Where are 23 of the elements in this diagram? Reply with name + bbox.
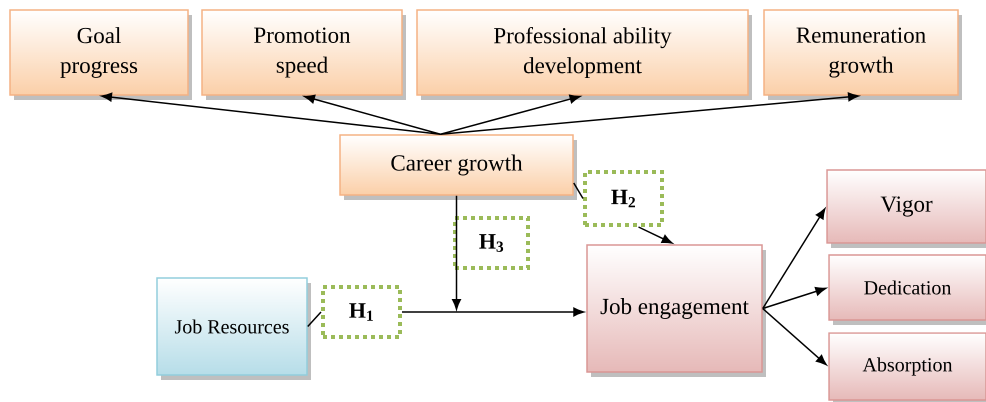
concept-box: Promotion speed xyxy=(201,9,406,100)
hypothesis-box: H$_{3}$ xyxy=(453,216,530,270)
arrow xyxy=(304,94,441,135)
arrow xyxy=(101,92,441,135)
concept-box: Professional ability development xyxy=(416,9,752,100)
arrow xyxy=(402,308,584,316)
hypothesis-box: H$_{1}$ xyxy=(321,285,402,339)
concept-box: Goal progress xyxy=(9,9,192,100)
concept-box: Career growth xyxy=(339,134,577,200)
concept-box: Remuneration growth xyxy=(763,9,962,100)
dimension-box: Vigor xyxy=(826,169,986,248)
concept-box: Job engagement xyxy=(586,244,766,377)
arrow xyxy=(762,208,826,309)
arrow xyxy=(452,196,461,310)
arrow xyxy=(440,94,580,135)
arrow xyxy=(440,92,859,135)
arrow xyxy=(638,226,673,244)
concept-box: Job Resources xyxy=(156,277,311,380)
arrow xyxy=(762,287,826,310)
dimension-box: Absorption xyxy=(828,332,986,402)
hypothesis-box: H$_{2}$ xyxy=(583,170,664,227)
dimension-box: Dedication xyxy=(828,254,986,325)
arrow xyxy=(762,308,827,366)
